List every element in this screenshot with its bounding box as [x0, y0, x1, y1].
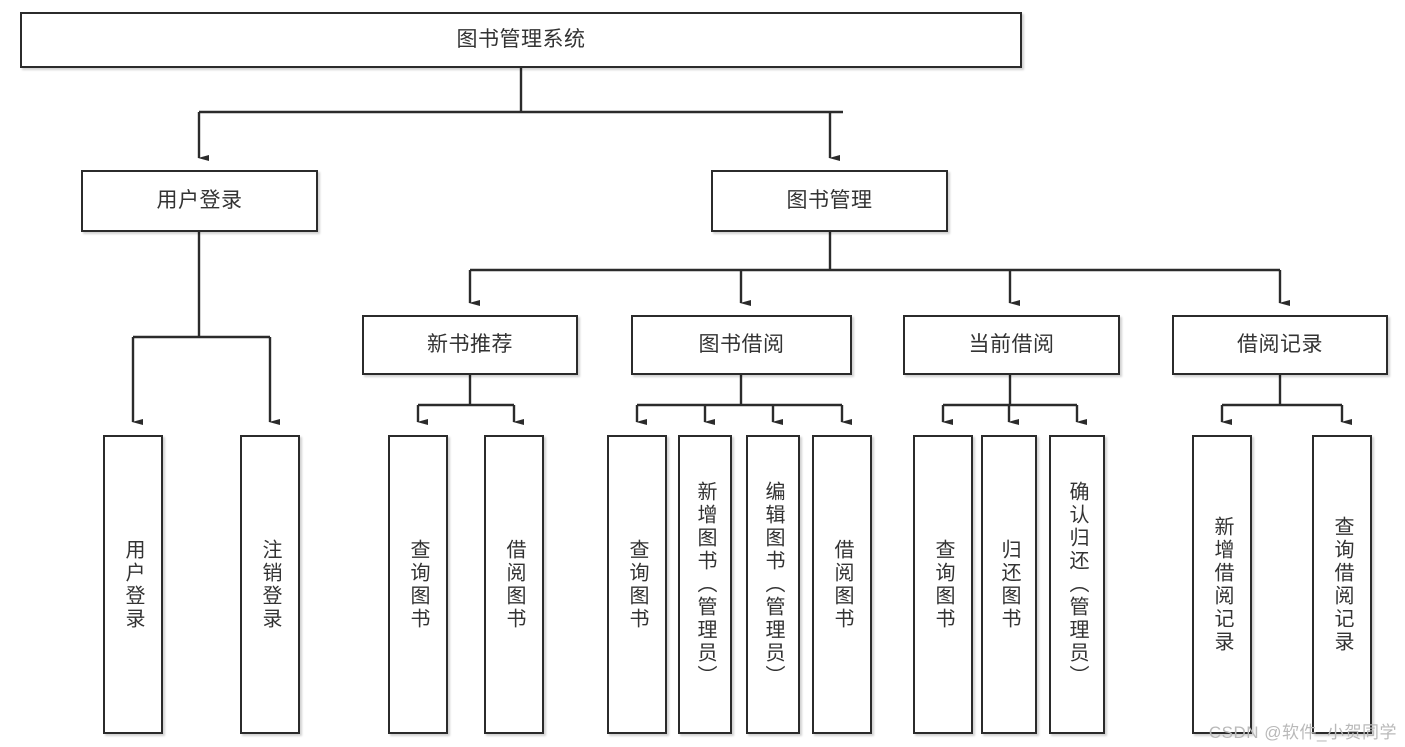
- node-book-manage[interactable]: 图书管理: [711, 170, 948, 232]
- node-leaf-edit-book-label: 编辑图书（管理员）: [762, 481, 784, 688]
- node-leaf-confirm-return-label: 确认归还（管理员）: [1066, 481, 1088, 688]
- node-leaf-query-book-2[interactable]: 查询图书: [607, 435, 667, 734]
- node-leaf-query-book-3-label: 查询图书: [932, 538, 954, 631]
- node-leaf-query-record-label: 查询借阅记录: [1331, 515, 1353, 654]
- node-borrow-record[interactable]: 借阅记录: [1172, 315, 1388, 375]
- node-leaf-borrow-book-2[interactable]: 借阅图书: [812, 435, 872, 734]
- node-leaf-return-book-label: 归还图书: [998, 538, 1020, 631]
- node-current-borrow[interactable]: 当前借阅: [903, 315, 1120, 375]
- node-book-manage-label: 图书管理: [786, 188, 873, 212]
- watermark-text: CSDN @软件_小贺同学: [1208, 723, 1397, 742]
- node-root-label: 图书管理系统: [456, 27, 586, 51]
- node-leaf-confirm-return[interactable]: 确认归还（管理员）: [1049, 435, 1105, 734]
- node-leaf-return-book[interactable]: 归还图书: [981, 435, 1037, 734]
- node-leaf-borrow-book-1-label: 借阅图书: [503, 538, 525, 631]
- node-leaf-user-logout-label: 注销登录: [259, 538, 281, 631]
- node-leaf-user-login-label: 用户登录: [122, 538, 144, 631]
- node-leaf-borrow-book-2-label: 借阅图书: [831, 538, 853, 631]
- node-leaf-add-book-label: 新增图书（管理员）: [694, 481, 716, 688]
- node-leaf-borrow-book-1[interactable]: 借阅图书: [484, 435, 544, 734]
- node-leaf-query-book-2-label: 查询图书: [626, 538, 648, 631]
- node-borrow-record-label: 借阅记录: [1237, 332, 1323, 356]
- node-user-login[interactable]: 用户登录: [81, 170, 318, 232]
- node-leaf-query-record[interactable]: 查询借阅记录: [1312, 435, 1372, 734]
- node-leaf-query-book-1-label: 查询图书: [407, 538, 429, 631]
- node-root[interactable]: 图书管理系统: [20, 12, 1022, 68]
- node-new-book-recommend[interactable]: 新书推荐: [362, 315, 578, 375]
- node-new-book-recommend-label: 新书推荐: [427, 332, 513, 356]
- node-leaf-user-logout[interactable]: 注销登录: [240, 435, 300, 734]
- node-book-borrow-label: 图书借阅: [698, 332, 785, 356]
- node-leaf-add-record-label: 新增借阅记录: [1211, 515, 1233, 654]
- node-leaf-edit-book[interactable]: 编辑图书（管理员）: [746, 435, 800, 734]
- node-leaf-add-record[interactable]: 新增借阅记录: [1192, 435, 1252, 734]
- node-leaf-add-book[interactable]: 新增图书（管理员）: [678, 435, 732, 734]
- node-leaf-query-book-3[interactable]: 查询图书: [913, 435, 973, 734]
- node-leaf-query-book-1[interactable]: 查询图书: [388, 435, 448, 734]
- node-current-borrow-label: 当前借阅: [968, 332, 1055, 356]
- node-leaf-user-login[interactable]: 用户登录: [103, 435, 163, 734]
- node-user-login-label: 用户登录: [156, 188, 243, 212]
- node-book-borrow[interactable]: 图书借阅: [631, 315, 852, 375]
